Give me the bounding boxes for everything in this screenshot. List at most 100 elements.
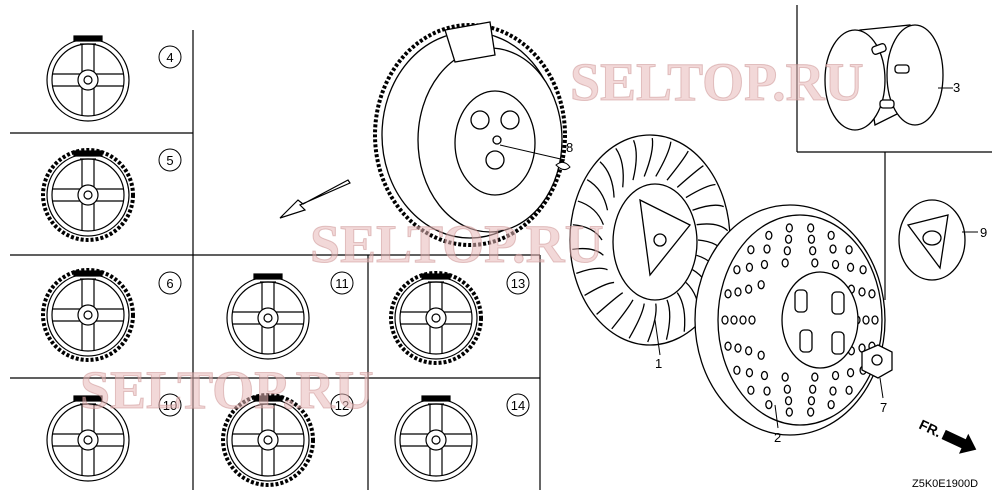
arrow-right-icon	[941, 429, 977, 454]
pulley-hole	[807, 407, 815, 417]
pulley-hole	[846, 368, 855, 378]
fan-plate[interactable]	[898, 199, 978, 281]
pulley-hole	[827, 230, 835, 241]
callout-label: 12	[335, 398, 349, 413]
fan-blade	[665, 299, 671, 340]
pulley-hole	[747, 245, 755, 255]
flywheel-variant-13[interactable]	[389, 271, 483, 365]
pulley-hole	[745, 262, 754, 272]
pulley-hole	[785, 223, 793, 233]
pulley-hole	[846, 262, 855, 272]
pulley-hole	[783, 384, 791, 394]
flywheel-variant-12[interactable]	[221, 393, 315, 487]
cooling-fan[interactable]	[569, 134, 731, 356]
callout-flywheel_14: 14	[506, 393, 530, 417]
grid-lines	[10, 5, 992, 490]
pulley-hole	[733, 365, 741, 375]
fan-blade	[584, 281, 615, 297]
fan-blade	[655, 141, 672, 177]
fan-blade	[676, 165, 704, 188]
pulley-hole	[734, 343, 742, 353]
fan-blade	[572, 224, 603, 241]
pulley-hole	[765, 230, 773, 241]
callout-nut: 7	[880, 400, 887, 415]
fan-blade	[696, 223, 729, 232]
pulley-hole	[721, 315, 729, 325]
callout-key: 8	[566, 140, 573, 155]
pulley-hole	[784, 234, 793, 244]
pulley-hole	[811, 258, 819, 268]
fan-blade	[628, 303, 645, 339]
callout-label: 5	[166, 153, 173, 168]
key-part[interactable]	[555, 161, 571, 171]
flywheel-variant-10[interactable]	[46, 395, 130, 482]
pulley-hole	[733, 265, 741, 275]
pulley-hole	[760, 370, 769, 381]
starter-cup[interactable]	[824, 24, 953, 131]
pulley-hole	[871, 315, 879, 325]
flywheel-variant-4[interactable]	[46, 35, 130, 122]
pulley-hole	[862, 315, 870, 325]
flywheel-variant-6[interactable]	[41, 268, 135, 362]
pulley-hole	[829, 244, 837, 254]
callout-label: 13	[511, 276, 525, 291]
pulley-hole	[763, 386, 771, 396]
callout-plate: 9	[980, 225, 987, 240]
pulley-hole	[763, 244, 771, 254]
watermark: SELTOP.RU	[570, 52, 864, 112]
pulley-hole	[784, 396, 793, 406]
flywheel-variant-11[interactable]	[226, 273, 310, 360]
callout-cup: 3	[953, 80, 960, 95]
callout-flywheel_4: 4	[158, 45, 182, 69]
pulley-hole	[747, 385, 755, 395]
pulley-hole	[724, 341, 732, 351]
pulley-hole	[868, 289, 876, 299]
flywheel-variant-14[interactable]	[394, 395, 478, 482]
pulley-hole	[845, 385, 853, 395]
watermark: SELTOP.RU	[310, 214, 604, 274]
callout-label: 10	[163, 398, 177, 413]
fan-blade	[572, 247, 604, 256]
callout-label: 11	[335, 276, 349, 291]
fan-blade	[643, 137, 654, 177]
flange-nut[interactable]	[861, 344, 893, 399]
pulley-hole	[809, 246, 817, 256]
pulley-hole	[829, 386, 837, 396]
flywheel-variant-5[interactable]	[41, 148, 135, 242]
callout-flywheel_13: 13	[506, 271, 530, 295]
pulley-hole	[734, 287, 742, 297]
fan-blade	[596, 292, 624, 315]
pulley-hole	[827, 399, 835, 410]
pulley-hole	[831, 370, 840, 381]
pulley-hole	[858, 287, 866, 297]
pulley-hole	[757, 280, 765, 290]
fan-blade	[632, 140, 637, 181]
callout-flywheel_10: 10	[158, 393, 182, 417]
pulley-hole	[809, 384, 817, 394]
pulley-hole	[781, 372, 789, 382]
pulley-hole	[739, 315, 747, 325]
callout-flywheel_5: 5	[158, 148, 182, 172]
front-marker-label: FR.	[917, 416, 944, 440]
callout-fan: 1	[655, 356, 662, 371]
fan-blade	[647, 303, 657, 343]
part-code: Z5K0E1900D	[912, 478, 978, 490]
pulley-hole	[783, 246, 791, 256]
pulley-hole	[724, 289, 732, 299]
flywheel-variants	[41, 35, 483, 487]
pulley-hole	[807, 396, 816, 406]
starter-pulley[interactable]	[694, 204, 886, 436]
pulley-hole	[745, 368, 754, 378]
pulley-hole	[744, 284, 753, 294]
main-flywheel[interactable]	[373, 21, 567, 247]
assembly-arrow	[279, 179, 351, 219]
pulley-hole	[811, 372, 819, 382]
callout-label: 4	[166, 50, 173, 65]
fan-blade	[586, 179, 609, 211]
fan-blade	[692, 204, 724, 211]
pulley-hole	[859, 265, 867, 275]
pulley-hole	[730, 315, 738, 325]
fan-blade	[615, 147, 624, 188]
